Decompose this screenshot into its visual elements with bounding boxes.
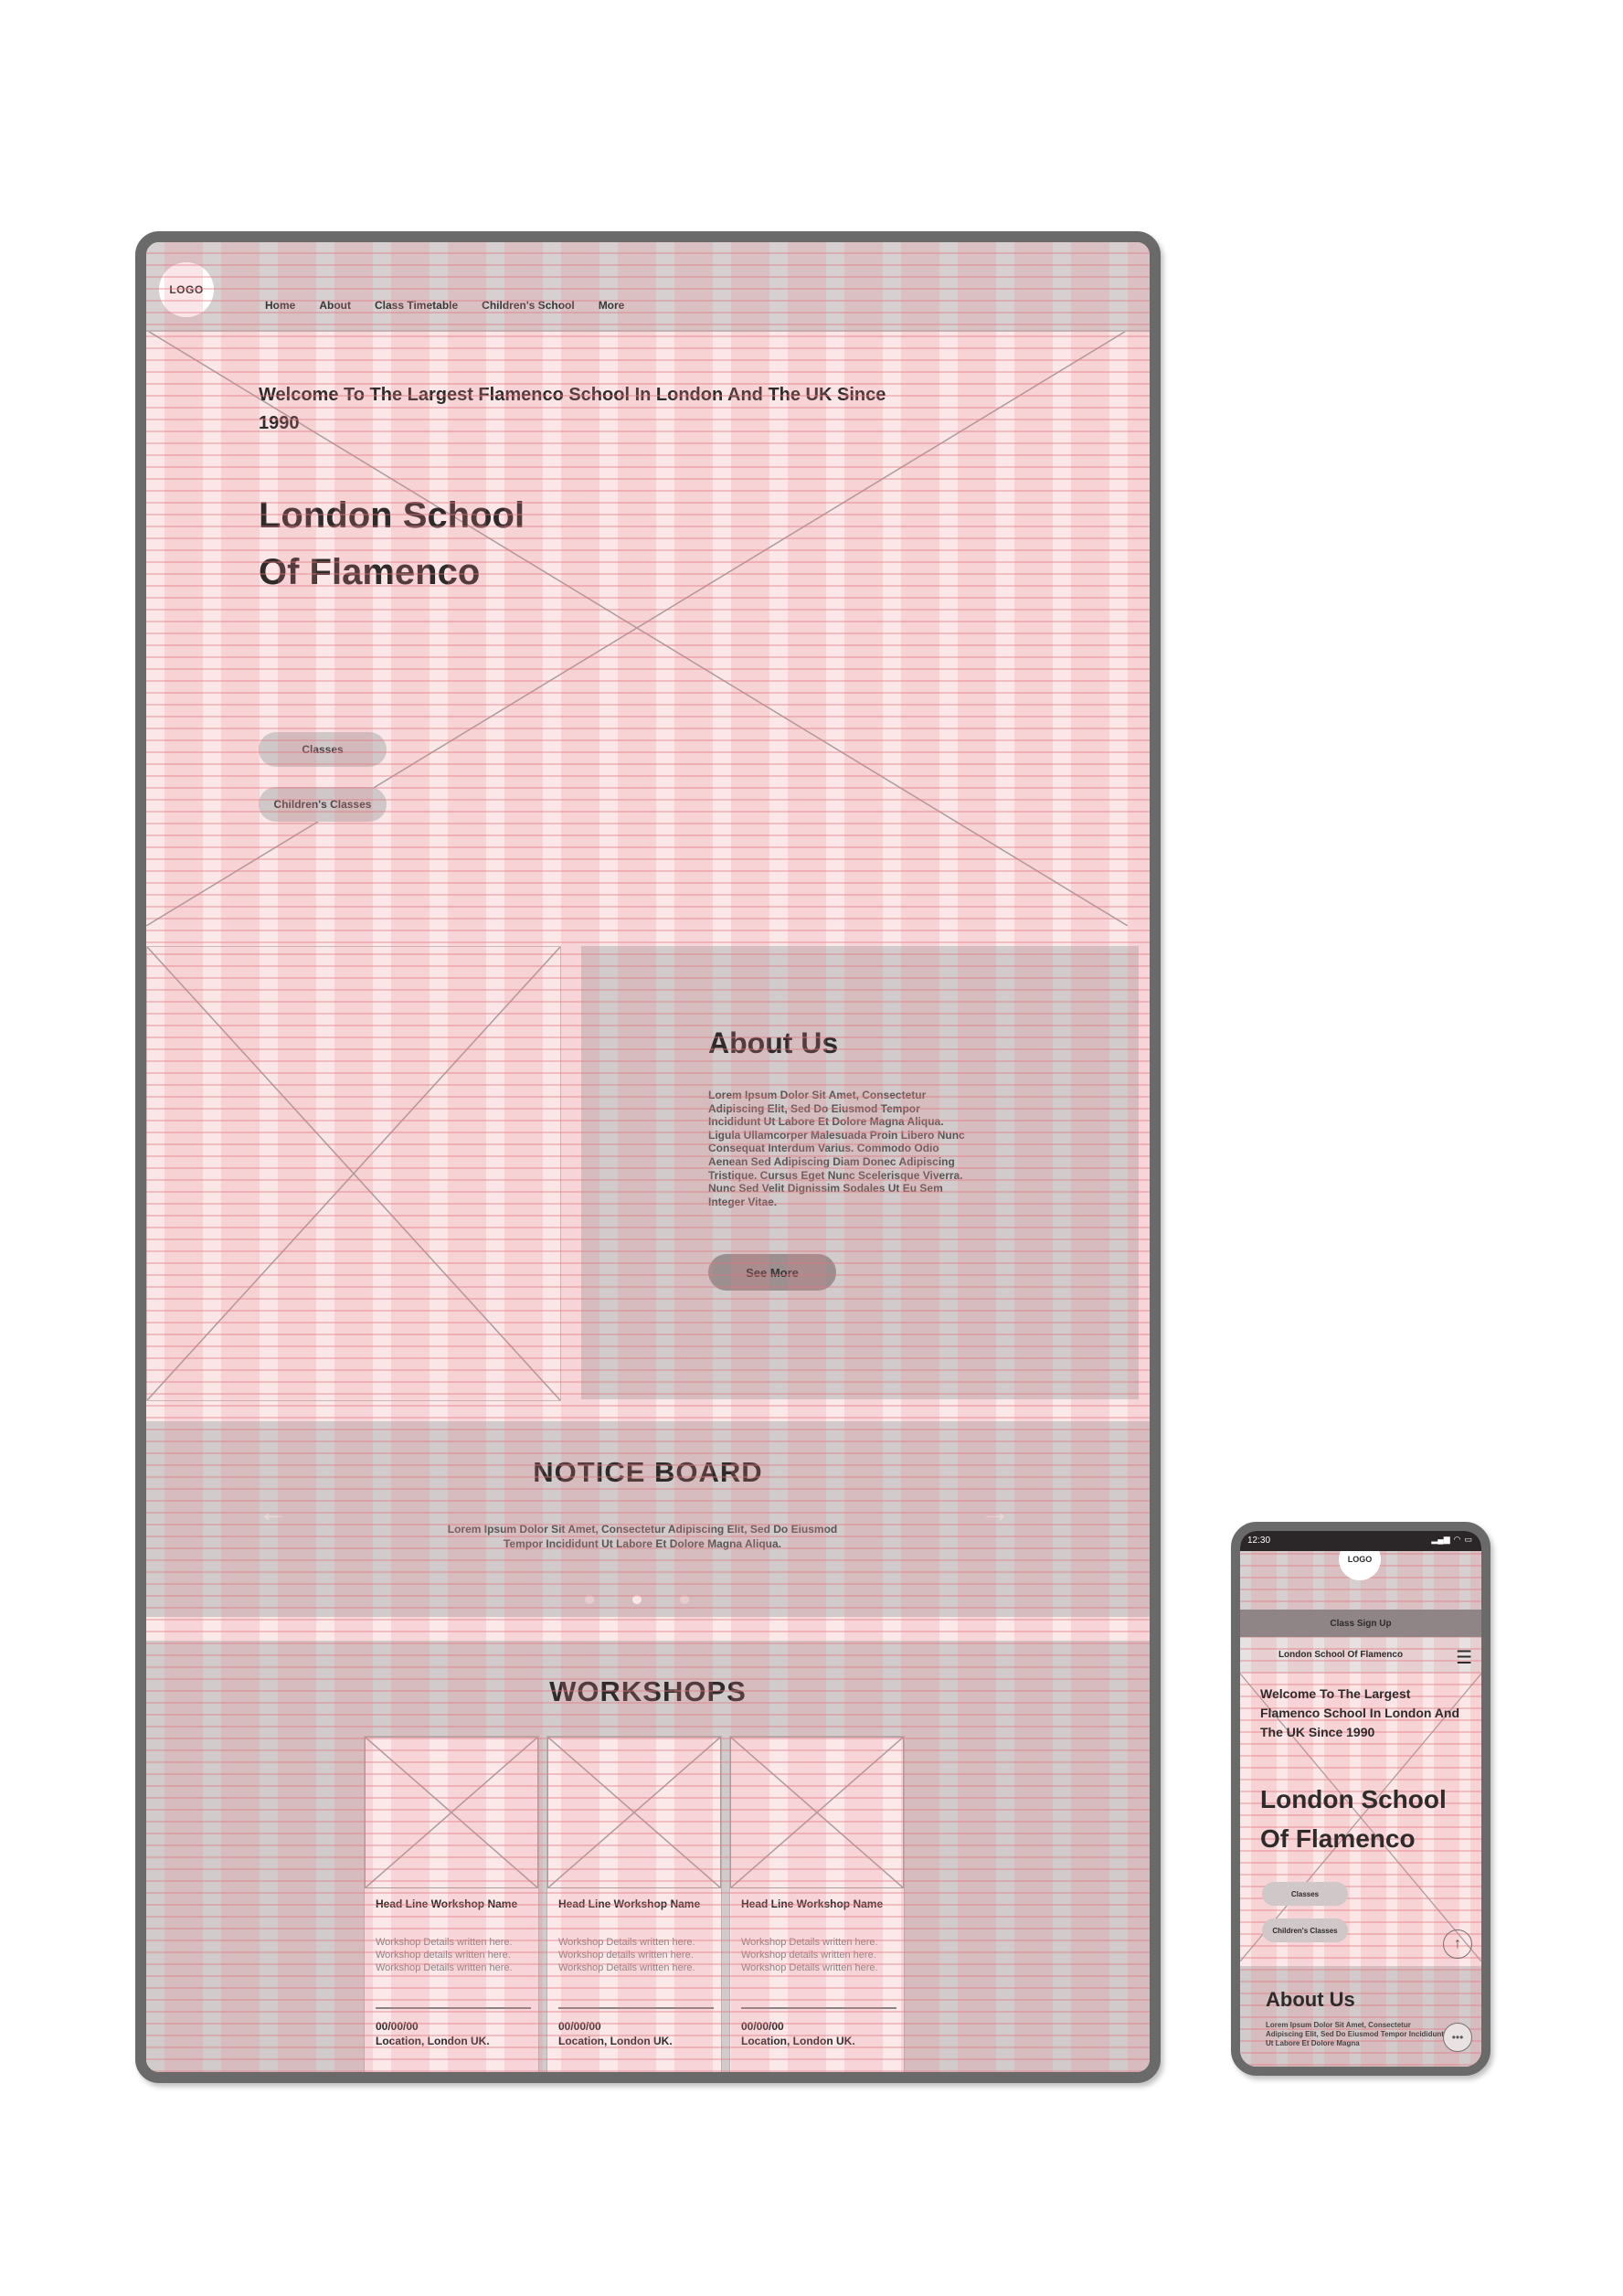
workshop-location: Location, London UK.: [376, 2035, 490, 2047]
hero-section: [146, 330, 1150, 926]
class-sign-up-button[interactable]: Class Sign Up: [1240, 1610, 1481, 1637]
logo[interactable]: LOGO: [159, 262, 214, 317]
divider: [741, 2007, 896, 2009]
nav-menu: Home About Class Timetable Children's Sc…: [265, 299, 624, 312]
signal-icon: ▂▄▆: [1431, 1535, 1450, 1544]
workshop-image-placeholder: [547, 1737, 721, 1888]
workshop-title: Head Line Workshop Name: [376, 1897, 518, 1910]
mobile-frame: 12:30 ▂▄▆ ◠ ▭ LOGO Class Sign Up London …: [1231, 1522, 1490, 2076]
workshop-description: Workshop Details written here. Workshop …: [376, 1937, 513, 1973]
nav-item-about[interactable]: About: [319, 299, 351, 312]
notice-board-heading: NOTICE BOARD: [533, 1456, 763, 1488]
hero-image-placeholder: [146, 330, 1128, 926]
status-icons: ▂▄▆ ◠ ▭: [1431, 1535, 1472, 1545]
divider: [376, 2007, 531, 2009]
top-navigation: LOGO Home About Class Timetable Children…: [146, 242, 1150, 332]
battery-icon: ▭: [1464, 1535, 1472, 1544]
nav-item-class-timetable[interactable]: Class Timetable: [375, 299, 459, 312]
carousel-dot-3[interactable]: [680, 1595, 689, 1604]
desktop-frame: LOGO Home About Class Timetable Children…: [135, 231, 1161, 2083]
workshop-card[interactable]: Head Line Workshop Name Workshop Details…: [729, 1736, 905, 2072]
workshops-heading: WORKSHOPS: [549, 1675, 747, 1707]
about-heading: About Us: [708, 1026, 839, 1059]
childrens-classes-button[interactable]: Children's Classes: [1262, 1919, 1348, 1942]
site-name: London School Of Flamenco: [1278, 1650, 1404, 1660]
hero-welcome-text: Welcome To The Largest Flamenco School I…: [1260, 1686, 1460, 1739]
workshop-card[interactable]: Head Line Workshop Name Workshop Details…: [546, 1736, 722, 2072]
about-heading: About Us: [1266, 1988, 1355, 2011]
arrow-left-icon[interactable]: ←: [258, 1494, 289, 1529]
about-text: Lorem Ipsum Dolor Sit Amet, Consectetur …: [1266, 2021, 1444, 2047]
hero-title-line-2: Of Flamenco: [1260, 1824, 1416, 1853]
workshop-date: 00/00/00: [558, 2020, 601, 2033]
notice-board-text: Lorem Ipsum Dolor Sit Amet, Consectetur …: [447, 1523, 838, 1550]
wifi-icon: ◠: [1453, 1535, 1461, 1544]
workshop-description: Workshop Details written here. Workshop …: [741, 1937, 878, 1973]
childrens-classes-button[interactable]: Children's Classes: [259, 787, 387, 822]
workshop-title: Head Line Workshop Name: [558, 1897, 701, 1910]
workshop-title: Head Line Workshop Name: [741, 1897, 884, 1910]
status-time: 12:30: [1247, 1536, 1271, 1546]
status-bar: 12:30 ▂▄▆ ◠ ▭: [1240, 1531, 1481, 1551]
hero-title-line-2: Of Flamenco: [259, 552, 481, 592]
workshop-date: 00/00/00: [376, 2020, 419, 2033]
workshop-description: Workshop Details written here. Workshop …: [558, 1937, 695, 1973]
carousel-dot-1[interactable]: [585, 1595, 594, 1604]
classes-button[interactable]: Classes: [259, 732, 387, 767]
hero-image-placeholder: [1240, 1674, 1481, 1961]
nav-item-more[interactable]: More: [598, 299, 625, 312]
workshop-location: Location, London UK.: [558, 2035, 673, 2047]
hero-section: [1240, 1674, 1481, 1961]
workshops-section: WORKSHOPS Head Line Workshop Name Worksh…: [146, 1641, 1150, 2072]
nav-item-home[interactable]: Home: [265, 299, 296, 312]
hamburger-menu-icon[interactable]: ☰: [1456, 1648, 1472, 1668]
hero-title: London School Of Flamenco: [259, 487, 525, 601]
about-section: [1240, 1966, 1481, 2067]
about-text: Lorem Ipsum Dolor Sit Amet, Consectetur …: [708, 1089, 965, 1208]
nav-item-childrens-school[interactable]: Children's School: [482, 299, 575, 312]
hero-title-line-1: London School: [1260, 1785, 1447, 1813]
hero-title: London School Of Flamenco: [1260, 1780, 1470, 1858]
notice-board-section: NOTICE BOARD Lorem Ipsum Dolor Sit Amet,…: [146, 1421, 1150, 1617]
arrow-right-icon[interactable]: →: [980, 1494, 1011, 1529]
scroll-up-icon[interactable]: ↑: [1443, 1929, 1472, 1959]
mobile-nav-bar: London School Of Flamenco ☰: [1240, 1637, 1481, 1674]
hero-welcome-text: Welcome To The Largest Flamenco School I…: [259, 385, 886, 433]
more-icon[interactable]: •••: [1443, 2023, 1472, 2052]
carousel-dot-2[interactable]: [632, 1595, 642, 1604]
see-more-button[interactable]: See More: [708, 1254, 836, 1291]
classes-button[interactable]: Classes: [1262, 1882, 1348, 1906]
about-image-placeholder: [146, 946, 561, 1401]
workshop-image-placeholder: [730, 1737, 904, 1888]
workshop-date: 00/00/00: [741, 2020, 784, 2033]
about-section: About Us Lorem Ipsum Dolor Sit Amet, Con…: [581, 946, 1139, 1399]
divider: [558, 2007, 714, 2009]
workshop-image-placeholder: [365, 1737, 538, 1888]
workshop-location: Location, London UK.: [741, 2035, 855, 2047]
workshop-card[interactable]: Head Line Workshop Name Workshop Details…: [364, 1736, 539, 2072]
hero-title-line-1: London School: [259, 495, 525, 536]
